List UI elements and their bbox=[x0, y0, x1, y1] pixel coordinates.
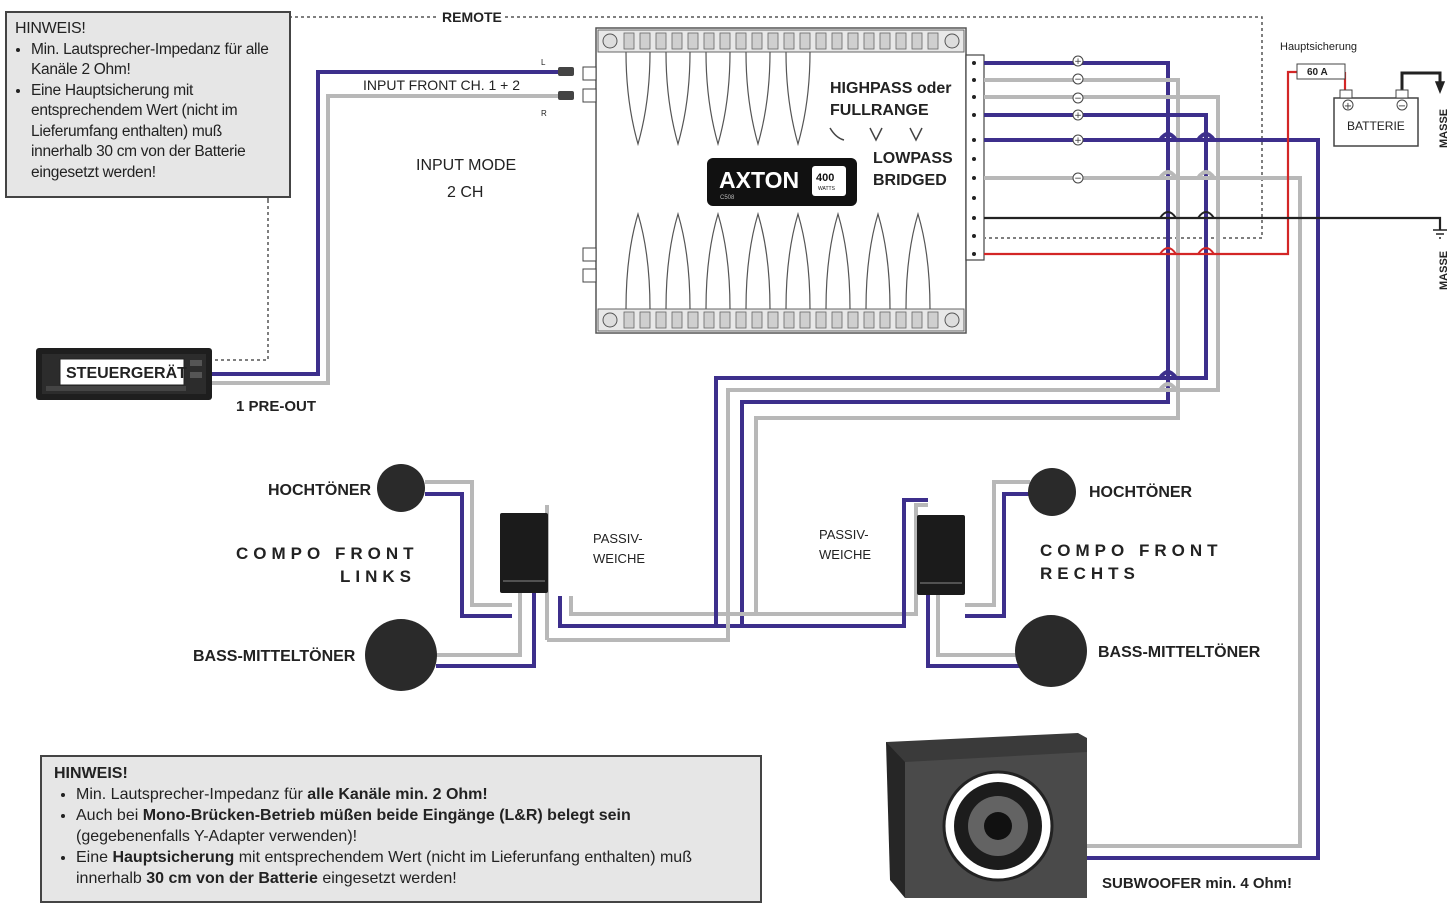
midbass-left bbox=[365, 619, 437, 691]
cinch-input-wires bbox=[212, 70, 562, 385]
crossover-left bbox=[500, 513, 548, 593]
polarity-markers bbox=[1072, 55, 1084, 184]
note-top-item: Min. Lautsprecher-Impedanz für alle Kanä… bbox=[31, 40, 281, 81]
tweeter-right bbox=[1028, 468, 1076, 516]
note-bottom: HINWEIS! Min. Lautsprecher-Impedanz für … bbox=[40, 755, 762, 903]
svg-text:+: + bbox=[1074, 136, 1082, 146]
masse-battery-label: MASSE bbox=[1438, 109, 1450, 148]
note-text: mit entsprechendem Wert (nicht im Liefer… bbox=[76, 849, 692, 887]
midbass-right-label: BASS-MITTELTÖNER bbox=[1098, 642, 1261, 661]
amp-model: C508 bbox=[720, 195, 735, 201]
passiv-right-label: PASSIV- bbox=[819, 527, 869, 542]
hauptsicherung-label: Hauptsicherung bbox=[1280, 41, 1357, 53]
pre-out-label: 1 PRE-OUT bbox=[236, 398, 316, 415]
svg-text:−: − bbox=[1074, 75, 1082, 85]
highpass-label: HIGHPASS oder bbox=[830, 80, 952, 97]
subwoofer-label: SUBWOOFER min. 4 Ohm! bbox=[1102, 875, 1292, 892]
bridged-label: BRIDGED bbox=[873, 172, 947, 189]
note-bottom-item: Min. Lautsprecher-Impedanz für alle Kanä… bbox=[76, 784, 748, 805]
svg-text:−: − bbox=[1074, 94, 1082, 104]
amp-watts: 400 bbox=[816, 172, 834, 184]
note-top-item: Eine Hauptsicherung mit entsprechendem W… bbox=[31, 81, 281, 184]
fuse bbox=[1296, 63, 1346, 80]
rechts-label: RECHTS bbox=[1040, 564, 1140, 583]
svg-text:−: − bbox=[1074, 174, 1082, 184]
tweeter-left bbox=[377, 464, 425, 512]
input-front-label: INPUT FRONT CH. 1 + 2 bbox=[363, 77, 520, 93]
fullrange-label: FULLRANGE bbox=[830, 102, 929, 119]
subwoofer bbox=[886, 733, 1087, 898]
passiv-left-label: PASSIV- bbox=[593, 531, 643, 546]
note-text: (gegebenenfalls Y-Adapter verwenden)! bbox=[76, 828, 358, 845]
amp-brand: AXTON bbox=[719, 167, 799, 193]
amplifier bbox=[582, 27, 985, 334]
note-bold-text: Hauptsicherung bbox=[112, 849, 235, 866]
left-component-wires bbox=[425, 480, 549, 668]
note-bold-text: alle Kanäle min. 2 Ohm! bbox=[307, 786, 488, 803]
note-bold-text: Mono-Brücken-Betrieb müßen beide Eingäng… bbox=[142, 807, 631, 824]
remote-label: REMOTE bbox=[442, 9, 502, 25]
crossover-right bbox=[917, 515, 965, 595]
svg-text:+: + bbox=[1074, 57, 1082, 67]
links-label: LINKS bbox=[340, 567, 416, 586]
batterie-label: BATTERIE bbox=[1347, 119, 1405, 133]
svg-text:−: − bbox=[1398, 101, 1406, 112]
note-text: Eine bbox=[76, 849, 113, 866]
ground-symbol-battery bbox=[1434, 81, 1446, 95]
note-text: eingesetzt werden! bbox=[317, 870, 457, 887]
wire-crossings bbox=[1158, 132, 1216, 392]
compo-front-right-label: COMPO FRONT bbox=[1040, 541, 1223, 560]
ground-symbol-amp bbox=[1433, 229, 1447, 239]
fuse-value: 60 A bbox=[1307, 67, 1328, 78]
speaker-wires bbox=[547, 61, 1320, 860]
weiche-left-label: WEICHE bbox=[593, 551, 645, 566]
note-bold-text: 30 cm von der Batterie bbox=[146, 870, 318, 887]
midbass-left-label: BASS-MITTELTÖNER bbox=[193, 646, 356, 665]
rca-plug-l bbox=[558, 67, 574, 76]
midbass-right bbox=[1015, 615, 1087, 687]
steuergeraet-label: STEUERGERÄT bbox=[66, 364, 187, 382]
amp-watts-unit: WATTS bbox=[818, 186, 836, 192]
masse-amp-label: MASSE bbox=[1438, 251, 1450, 290]
compo-front-left-label: COMPO FRONT bbox=[236, 544, 419, 563]
input-mode-value: 2 CH bbox=[447, 184, 483, 201]
note-bottom-item: Eine Hauptsicherung mit entsprechendem W… bbox=[76, 847, 748, 889]
note-text: Auch bei bbox=[76, 807, 143, 824]
svg-text:+: + bbox=[1344, 101, 1352, 112]
note-bottom-item: Auch bei Mono-Brücken-Betrieb müßen beid… bbox=[76, 805, 748, 847]
note-bottom-list: Min. Lautsprecher-Impedanz für alle Kanä… bbox=[54, 784, 748, 889]
tweeter-left-label: HOCHTÖNER bbox=[268, 480, 372, 499]
svg-text:+: + bbox=[1074, 111, 1082, 121]
head-unit bbox=[36, 348, 212, 400]
note-top-title: HINWEIS! bbox=[15, 20, 86, 37]
input-mode-label: INPUT MODE bbox=[416, 157, 516, 174]
note-text: Min. Lautsprecher-Impedanz für bbox=[76, 786, 308, 803]
power-wires bbox=[984, 70, 1442, 256]
lowpass-label: LOWPASS bbox=[873, 150, 953, 167]
right-component-wires bbox=[742, 480, 1030, 668]
battery bbox=[1333, 89, 1419, 147]
note-bottom-title: HINWEIS! bbox=[54, 765, 128, 782]
weiche-right-label: WEICHE bbox=[819, 547, 871, 562]
tweeter-right-label: HOCHTÖNER bbox=[1089, 482, 1193, 501]
input-l-label: L bbox=[541, 58, 546, 67]
note-top-list: Min. Lautsprecher-Impedanz für alle Kanä… bbox=[15, 40, 281, 184]
input-r-label: R bbox=[541, 109, 547, 118]
rca-plug-r bbox=[558, 91, 574, 100]
note-top: HINWEIS! Min. Lautsprecher-Impedanz für … bbox=[5, 11, 291, 198]
